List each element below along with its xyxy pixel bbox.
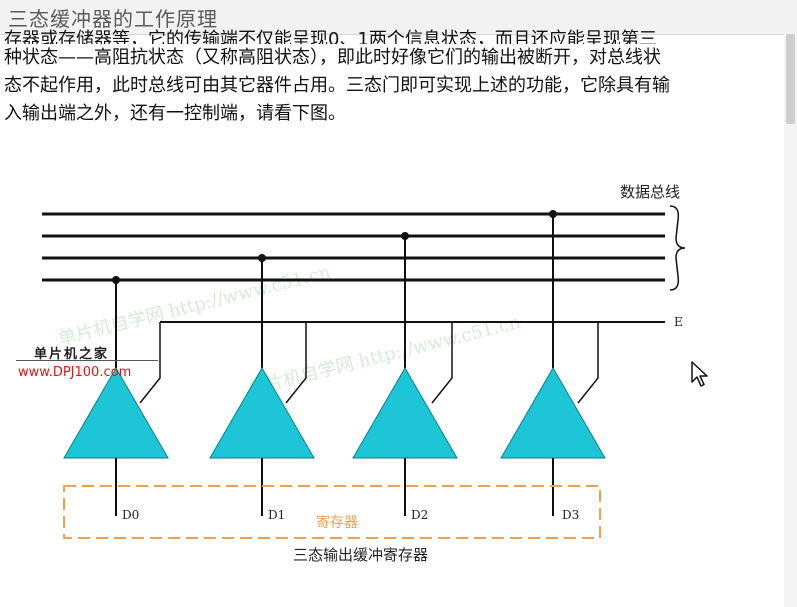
register-label: 寄存器 [316,514,358,531]
paragraph: 存器或存储器等，它的传输端不仅能呈现0、1两个信息状态，而且还应能呈现第三 种状… [4,29,784,128]
input-label-d1: D1 [268,508,285,522]
junction-dot [258,254,266,262]
diagram-caption: 三态输出缓冲寄存器 [293,546,428,564]
watermark-text: 单片机自学网 http://www.c51.cn [246,312,523,400]
bus-brace [669,205,686,291]
input-label-d0: D0 [122,508,139,522]
tristate-buffer-diagram: 单片机自学网 http://www.c51.cn 单片机自学网 http://w… [42,183,686,564]
logo-url: www.DPJ100.com [18,365,132,380]
register-box [63,485,601,539]
scrollbar-thumb[interactable] [786,34,795,124]
enable-tap [139,322,161,404]
input-label-d3: D3 [562,508,579,522]
logo-name: 单片机之家 [34,347,110,362]
paragraph-line: 入输出端之外，还有一控制端，请看下图。 [4,103,346,124]
enable-tap [577,322,599,404]
mouse-pointer-icon [691,361,708,387]
watermark-text: 单片机自学网 http://www.c51.cn [56,262,333,350]
paragraph-line: 态不起作用，此时总线可由其它器件占用。三态门即可实现上述的功能，它除具有输 [4,75,670,96]
enable-tap [431,322,453,404]
enable-label: E [674,315,683,329]
junction-dot [112,276,120,284]
page-header: 三态缓冲器的工作原理 [0,0,797,35]
output-taps [115,214,554,368]
buffer-gate-d2 [352,367,458,459]
input-label-d2: D2 [411,508,428,522]
logo-divider [16,360,158,361]
junction-dots [112,210,557,284]
junction-dot [549,210,557,218]
junction-dot [401,232,409,240]
data-bus [42,212,665,282]
paragraph-line: 存器或存储器等，它的传输端不仅能呈现0、1两个信息状态，而且还应能呈现第三 [4,29,657,44]
enable-tap [285,322,307,404]
enable-taps [139,322,599,404]
paragraph-line: 种状态——高阻抗状态（又称高阻状态），即此时好像它们的输出被断开，对总线状 [4,47,661,68]
page-title: 三态缓冲器的工作原理 [8,7,218,31]
buffer-gate-d0 [63,367,169,459]
buffers [63,367,606,459]
buffer-gate-d3 [500,367,606,459]
bus-label: 数据总线 [620,183,680,201]
vertical-scrollbar[interactable] [784,34,797,607]
